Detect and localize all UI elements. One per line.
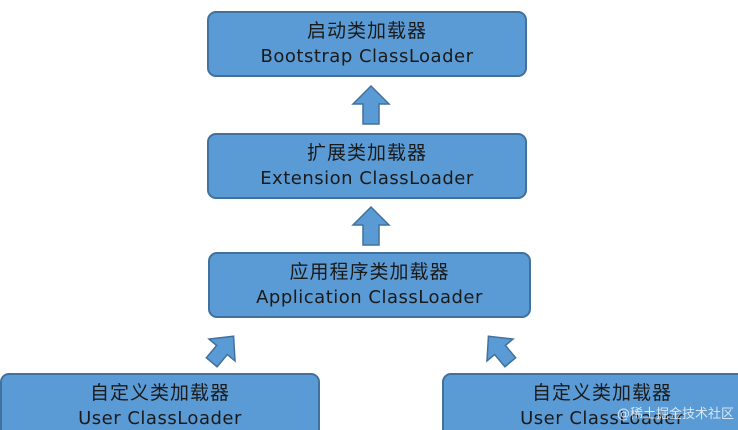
arrow-up-icon — [351, 205, 391, 246]
user-left-label-en: User ClassLoader — [78, 407, 242, 429]
user-left-label-cn: 自定义类加载器 — [89, 382, 230, 405]
bootstrap-classloader-node: 启动类加载器 Bootstrap ClassLoader — [207, 11, 527, 77]
arrow-up-right-icon — [205, 335, 236, 368]
user-right-label-en: User ClassLoader — [520, 407, 684, 429]
user-classloader-node-right: 自定义类加载器 User ClassLoader — [442, 373, 738, 430]
user-classloader-node-left: 自定义类加载器 User ClassLoader — [0, 373, 320, 430]
arrow-up-left-icon — [486, 335, 517, 368]
extension-label-cn: 扩展类加载器 — [306, 142, 427, 165]
application-classloader-node: 应用程序类加载器 Application ClassLoader — [208, 252, 531, 318]
bootstrap-label-en: Bootstrap ClassLoader — [260, 45, 474, 67]
application-label-en: Application ClassLoader — [256, 286, 483, 308]
application-label-cn: 应用程序类加载器 — [289, 261, 450, 284]
arrow-up-icon — [351, 84, 391, 125]
user-right-label-cn: 自定义类加载器 — [531, 382, 672, 405]
watermark: @稀土掘金技术社区 — [616, 407, 734, 422]
bootstrap-label-cn: 启动类加载器 — [306, 20, 427, 43]
extension-classloader-node: 扩展类加载器 Extension ClassLoader — [207, 133, 527, 199]
extension-label-en: Extension ClassLoader — [260, 167, 474, 189]
